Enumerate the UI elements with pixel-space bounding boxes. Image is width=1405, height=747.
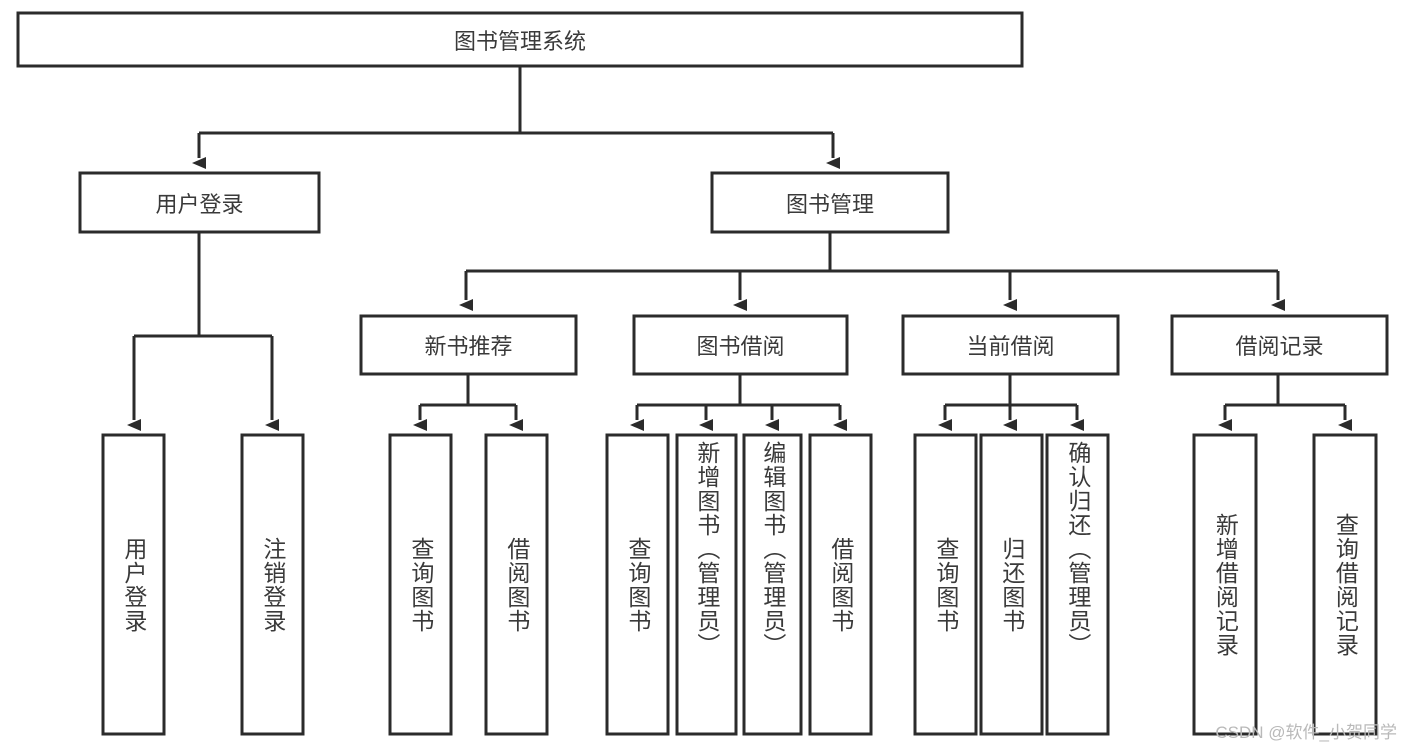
connector-user-login-to-leaves <box>127 232 279 431</box>
node-book-borrow[interactable] <box>632 314 849 376</box>
connector-book-borrow-to-leaves <box>630 374 847 431</box>
connector-borrow-record-to-leaves <box>1218 374 1352 431</box>
leaf-box-new-book-0[interactable] <box>388 433 453 736</box>
connector-current-borrow-to-leaves <box>938 374 1084 431</box>
node-user-login[interactable] <box>78 171 321 234</box>
leaf-box-book-borrow-2[interactable] <box>742 433 803 736</box>
leaf-box-book-borrow-0[interactable] <box>605 433 670 736</box>
leaf-box-borrow-record-1[interactable] <box>1312 433 1378 736</box>
node-root[interactable] <box>16 11 1024 68</box>
leaf-box-user-login-1[interactable] <box>240 433 305 736</box>
leaf-box-book-borrow-1[interactable] <box>675 433 738 736</box>
leaf-box-borrow-record-0[interactable] <box>1192 433 1258 736</box>
leaf-box-user-login-0[interactable] <box>101 433 166 736</box>
node-new-book-recommend[interactable] <box>359 314 578 376</box>
node-book-manage[interactable] <box>710 171 950 234</box>
csdn-watermark: CSDN @软件_小贺同学 <box>1215 723 1397 742</box>
connector-book-manage-to-level3 <box>459 232 1285 311</box>
leaf-box-current-borrow-2[interactable] <box>1045 433 1110 736</box>
connector-new-book-to-leaves <box>413 374 523 431</box>
leaf-box-book-borrow-3[interactable] <box>808 433 873 736</box>
leaf-box-current-borrow-0[interactable] <box>913 433 978 736</box>
node-current-borrow[interactable] <box>901 314 1120 376</box>
connector-root-to-level2 <box>192 66 840 169</box>
node-borrow-record[interactable] <box>1170 314 1389 376</box>
leaf-box-current-borrow-1[interactable] <box>979 433 1044 736</box>
leaf-box-new-book-1[interactable] <box>484 433 549 736</box>
